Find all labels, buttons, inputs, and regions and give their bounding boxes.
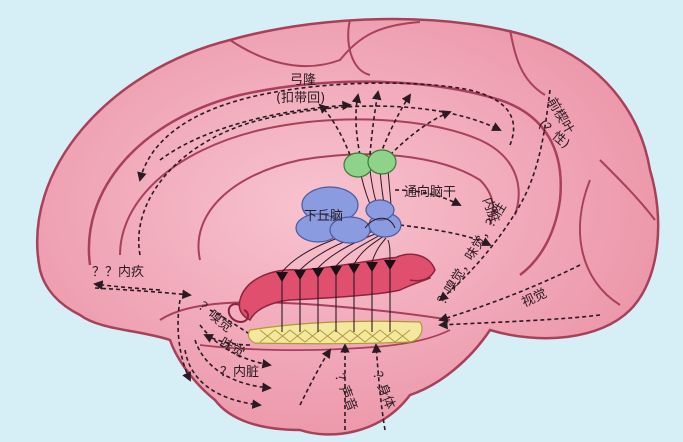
- label-cingulate-gyrus-sub: (扣带回): [276, 91, 326, 106]
- gyrus-line-2: [347, 19, 371, 76]
- pyramidal-cells: [276, 260, 396, 282]
- gyrus-line-3: [509, 29, 546, 96]
- hippocampal-fibers: [281, 266, 391, 332]
- hypothalamus-cluster: [295, 186, 402, 244]
- label-to-brainstem: 通向脑干: [404, 185, 457, 200]
- temporal-fold: [159, 301, 451, 321]
- mammillary-nuclei: [343, 149, 397, 178]
- label-visceral-left: ？内脏: [220, 365, 260, 380]
- dentate-band: [247, 320, 423, 345]
- dentate-pattern: [259, 329, 411, 343]
- label-cingulate-gyrus: 弓隆: [290, 73, 317, 88]
- gyrus-line-4: [599, 159, 656, 221]
- temporal-fold-2: [199, 329, 451, 352]
- hippocampus-tail: [227, 303, 250, 324]
- label-visceral-pain: ？？内疚: [92, 265, 145, 280]
- gyrus-line-top: [229, 21, 421, 68]
- label-hypothalamus: 下丘脑: [304, 209, 344, 224]
- gyrus-line-5: [579, 179, 621, 306]
- callosal-sulcus: [119, 118, 520, 256]
- hippocampus-head: [394, 253, 436, 282]
- cingulate-sulcus: [87, 80, 562, 276]
- pathway-arrows: [93, 82, 601, 431]
